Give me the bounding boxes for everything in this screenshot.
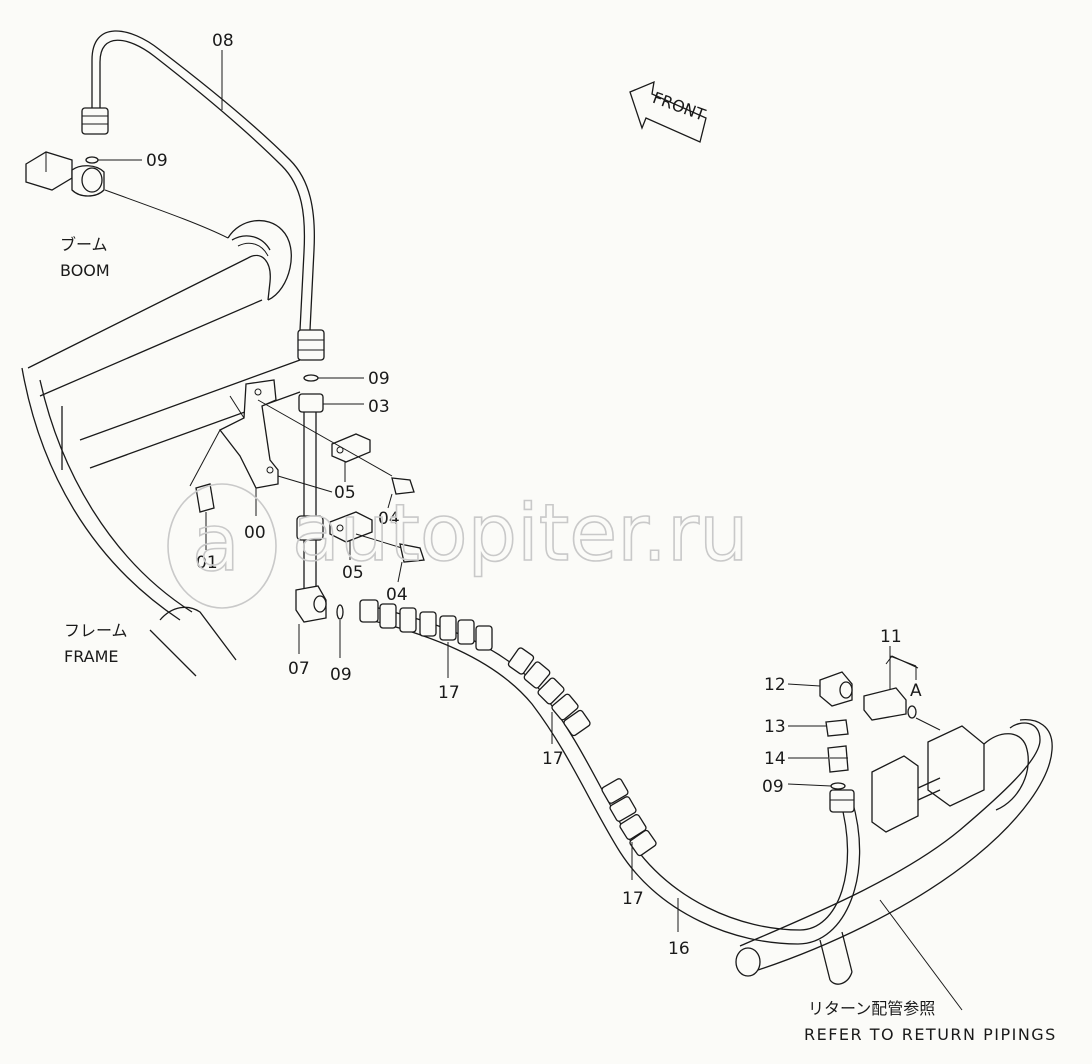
o-ring-09-right (830, 782, 846, 790)
protector-17-segments (359, 599, 855, 857)
boom-elbow-fitting (25, 151, 105, 197)
hose-16 (361, 603, 861, 945)
part-label-05-a: 05 (334, 483, 356, 503)
part-label-01: 01 (196, 553, 218, 573)
bolts-04 (257, 399, 425, 563)
marker-a-label: A (910, 681, 922, 701)
part-label-09-top: 09 (146, 151, 168, 171)
boom-outline (21, 189, 301, 677)
watermark-logo-letter: a (192, 499, 240, 589)
return-piping (735, 719, 1053, 1011)
frame-caption-en: FRAME (64, 647, 119, 666)
pipe-08-top-nut (81, 107, 109, 135)
o-ring-09-mid (303, 374, 319, 382)
watermark: a autopiter.ru (167, 483, 749, 609)
part-label-04-a: 04 (378, 509, 400, 529)
part-label-11: 11 (880, 627, 902, 647)
part-label-16: 16 (668, 939, 690, 959)
pipe-03-assembly (295, 374, 327, 623)
frame-caption-jp: フレーム (64, 621, 128, 640)
watermark-site-text: autopiter.ru (292, 489, 749, 579)
pipe-08-bottom-nut (297, 329, 325, 361)
front-arrow: FRONT (629, 80, 708, 143)
watermark-logo-ring (167, 483, 277, 609)
adapter-13 (825, 719, 849, 737)
part-label-09-right: 09 (762, 777, 784, 797)
part-label-13: 13 (764, 717, 786, 737)
part-label-08: 08 (212, 31, 234, 51)
part-label-09-low: 09 (330, 665, 352, 685)
part-label-07: 07 (288, 659, 310, 679)
bolt-01 (195, 483, 215, 513)
elbow-07 (295, 585, 327, 623)
part-label-03: 03 (368, 397, 390, 417)
return-caption-en: REFER TO RETURN PIPINGS (804, 1025, 1057, 1044)
o-ring-09-top (85, 156, 99, 164)
hose-end-fitting (829, 789, 855, 813)
leader-lines (98, 50, 941, 932)
part-label-12: 12 (764, 675, 786, 695)
return-caption-jp: リターン配管参照 (808, 999, 935, 1018)
boom-caption-jp: ブーム (60, 235, 108, 254)
adapter-14 (827, 745, 849, 773)
part-label-05-b: 05 (342, 563, 364, 583)
part-label-14: 14 (764, 749, 786, 769)
part-label-09-mid: 09 (368, 369, 390, 389)
boom-caption-en: BOOM (60, 261, 110, 280)
part-label-00: 00 (244, 523, 266, 543)
o-ring-09-low (336, 604, 344, 620)
bracket-00 (189, 379, 279, 513)
clamps-05 (329, 433, 373, 543)
connector-11 (863, 687, 907, 721)
part-label-17-b: 17 (542, 749, 564, 769)
part-label-17-c: 17 (622, 889, 644, 909)
part-label-17-a: 17 (438, 683, 460, 703)
part-label-04-b: 04 (386, 585, 408, 605)
fittings-right (819, 655, 919, 790)
pipe-08 (81, 30, 325, 361)
